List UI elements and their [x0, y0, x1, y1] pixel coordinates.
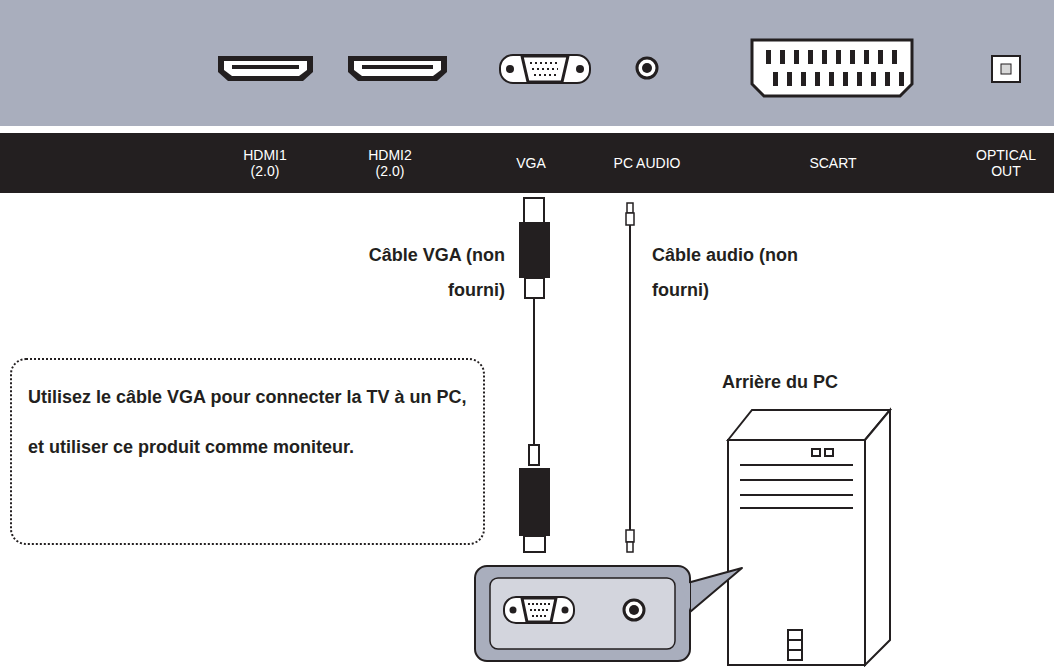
port-label: HDMI2 (2.0): [360, 147, 420, 179]
pc-zoom-panel: [475, 566, 742, 661]
port-label: SCART: [793, 155, 873, 171]
hdmi-port: [348, 56, 447, 81]
port-label: VGA: [501, 155, 561, 171]
scart-port: [752, 40, 912, 96]
audio-cable: [626, 203, 634, 552]
pc-tower: [728, 410, 890, 665]
vga-port: [500, 55, 590, 83]
port-label-band: HDMI1 (2.0) HDMI2 (2.0) VGA PC AUDIO SCART OP…: [0, 133, 1054, 193]
hdmi-port: [218, 56, 313, 81]
callout-text: Utilisez le câble VGA pour connecter la …: [12, 360, 483, 482]
pc-label: Arrière du PC: [700, 365, 860, 400]
callout-box: Utilisez le câble VGA pour connecter la …: [10, 358, 485, 545]
port-label: OPTICAL OUT: [970, 147, 1042, 179]
port-label: PC AUDIO: [602, 155, 692, 171]
port-label: HDMI1 (2.0): [235, 147, 295, 179]
vga-cable: [519, 198, 550, 552]
tv-panel: [0, 0, 1054, 126]
cable-label: Câble VGA (non fourni): [340, 238, 505, 308]
cable-label: Câble audio (non fourni): [652, 238, 802, 308]
audio-jack: [637, 58, 657, 78]
optical-port: [992, 56, 1020, 82]
